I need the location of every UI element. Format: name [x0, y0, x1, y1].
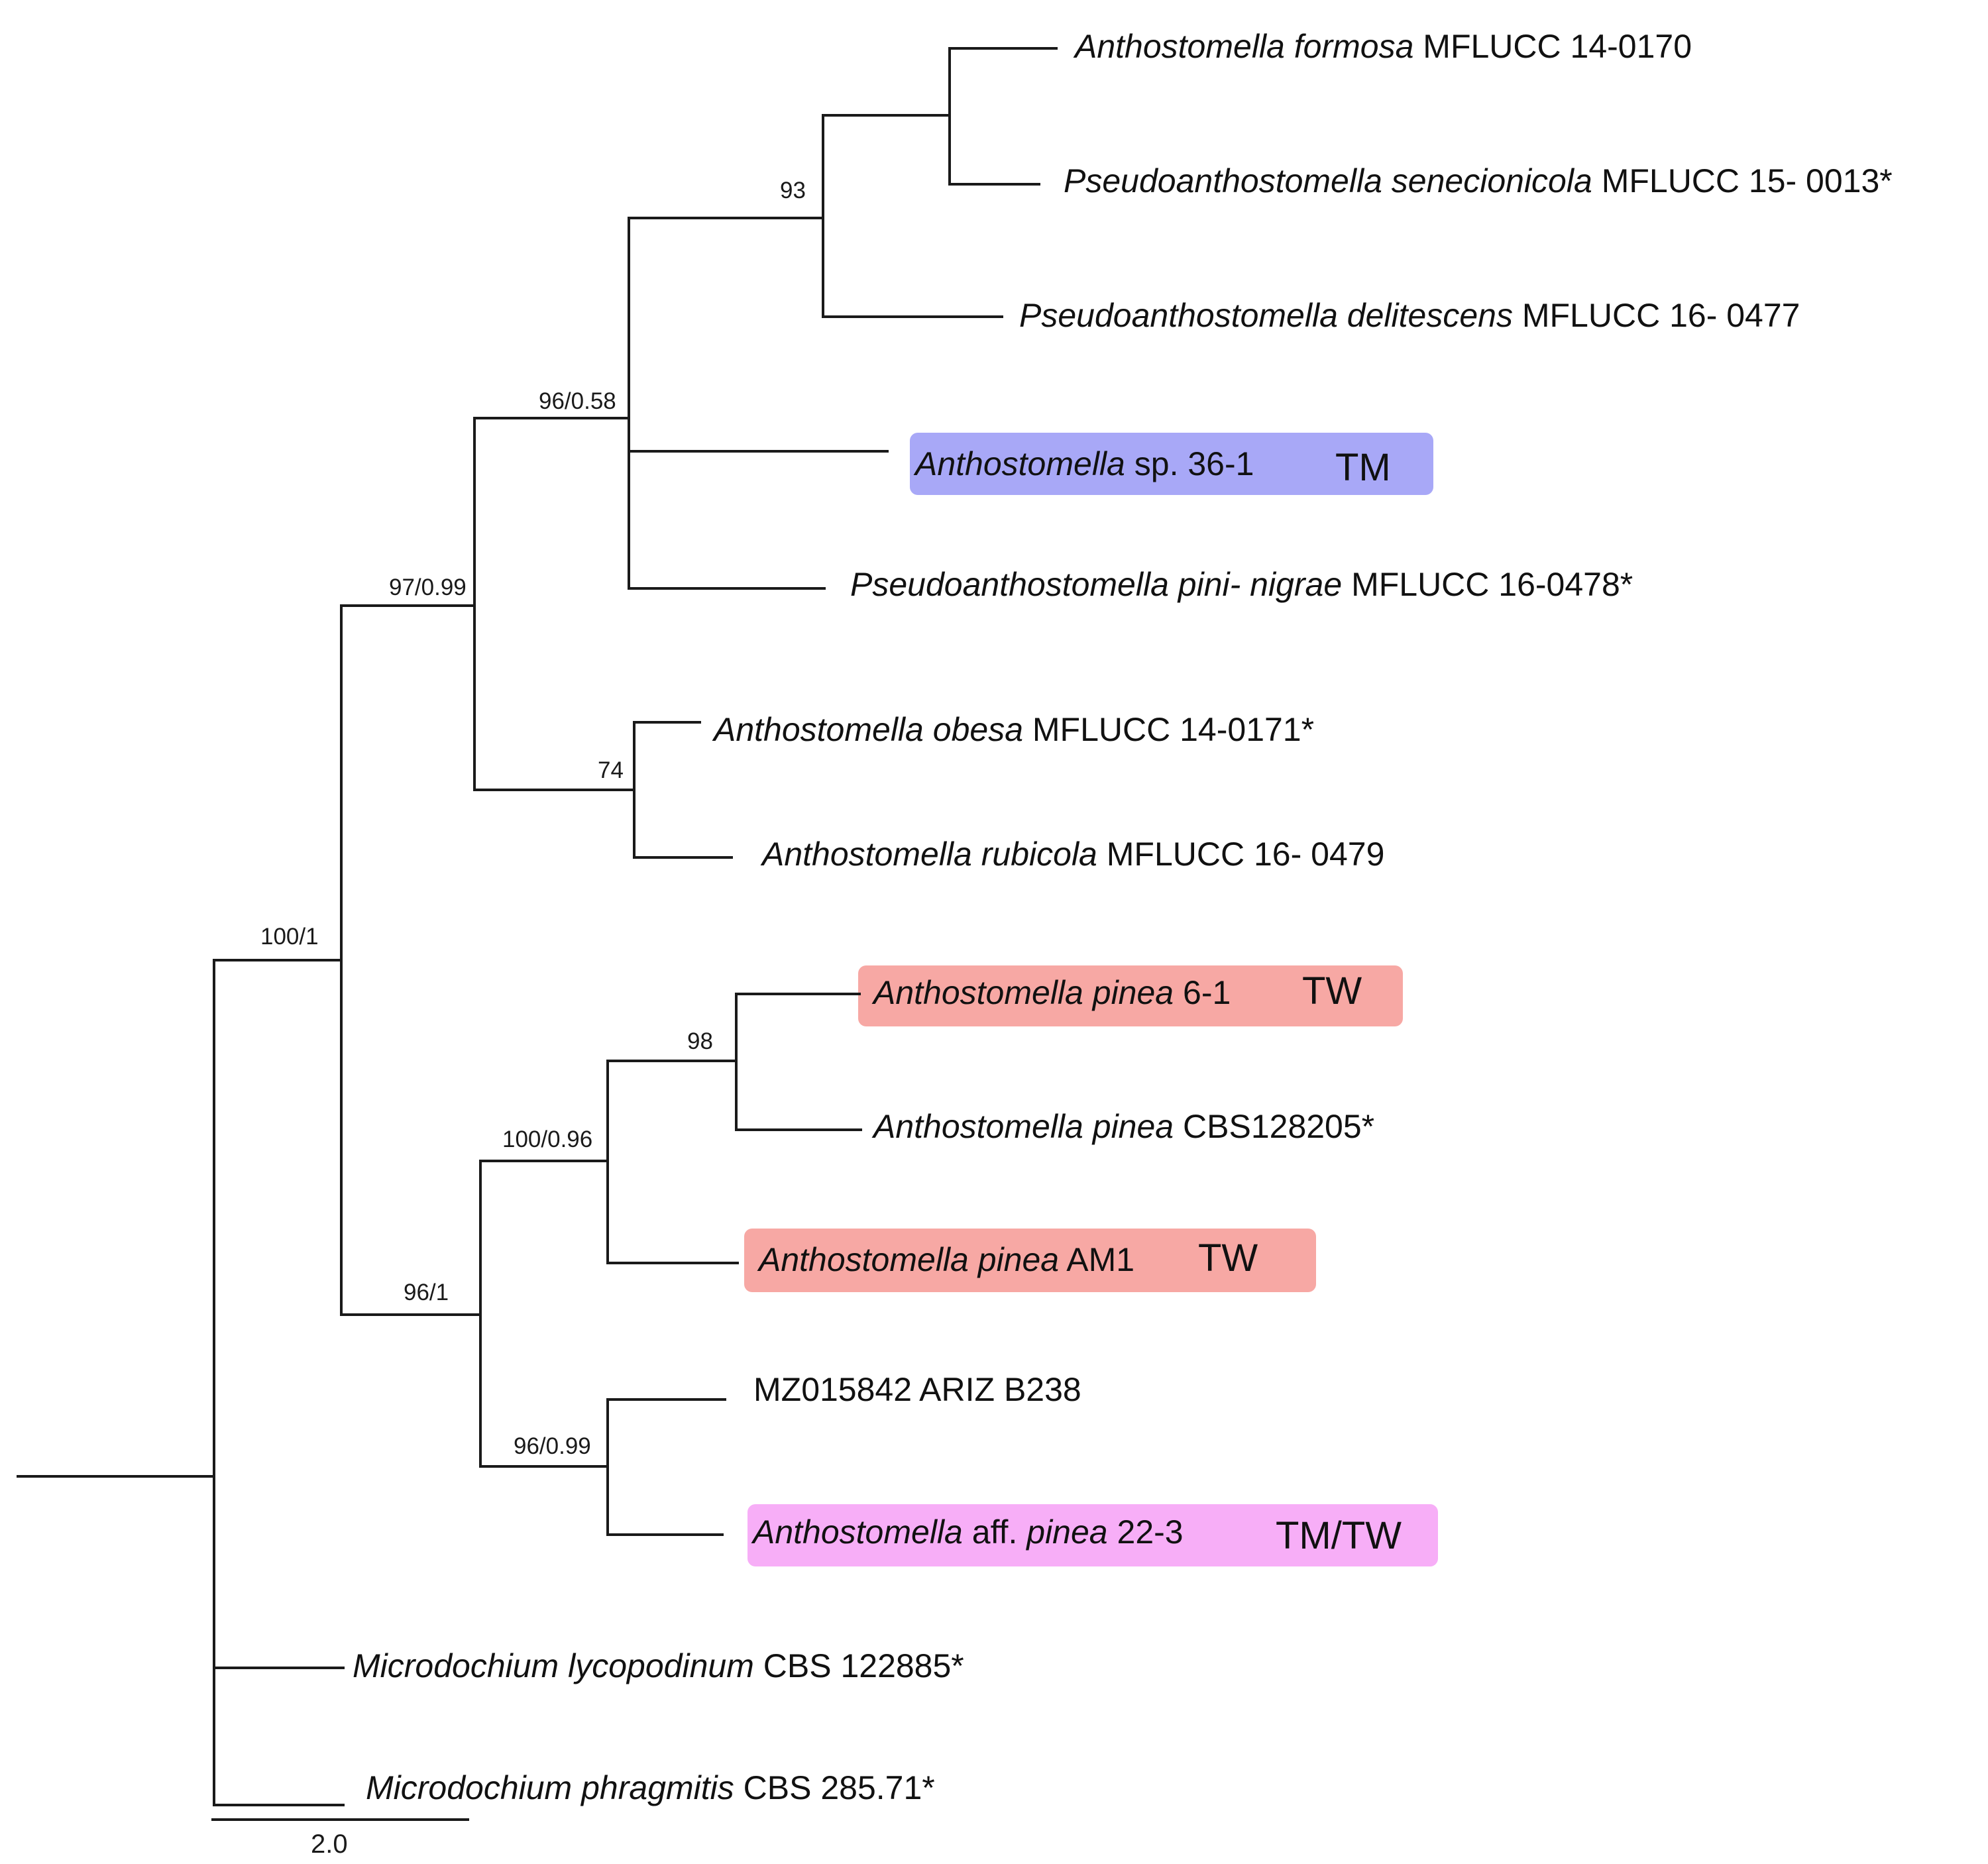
tag-tm: TM: [1335, 446, 1391, 489]
taxon-anthostomella-obesa: Anthostomella obesa MFLUCC 14-0171*: [712, 711, 1314, 748]
taxon-anthostomella-rubicola: Anthostomella rubicola MFLUCC 16- 0479: [760, 836, 1384, 873]
tag-tw-am1: TW: [1198, 1236, 1258, 1280]
taxon-microdochium-lycopodinum: Microdochium lycopodinum CBS 122885*: [353, 1647, 964, 1684]
taxon-pseudoanthostomella-senecionicola: Pseudoanthostomella senecionicola MFLUCC…: [1064, 162, 1893, 199]
tag-tw-6-1: TW: [1302, 969, 1362, 1013]
scale-bar-label: 2.0: [311, 1830, 348, 1859]
support-98: 98: [687, 1028, 713, 1054]
highlight-tm: [910, 433, 1433, 495]
highlight-tw-am1: [744, 1229, 1316, 1292]
taxon-pseudoanthostomella-pini-nigrae: Pseudoanthostomella pini- nigrae MFLUCC …: [850, 566, 1633, 603]
support-100-1: 100/1: [260, 924, 319, 950]
taxon-anthostomella-aff-pinea: Anthostomella aff. pinea 22-3: [751, 1513, 1184, 1551]
branches: [17, 47, 1058, 1806]
taxon-anthostomella-pinea-6-1: Anthostomella pinea 6-1: [871, 974, 1231, 1011]
taxon-anthostomella-sp-36-1: Anthostomella sp. 36-1: [913, 445, 1254, 482]
taxon-anthostomella-pinea-cbs128205: Anthostomella pinea CBS128205*: [871, 1108, 1374, 1145]
taxon-anthostomella-formosa: Anthostomella formosa MFLUCC 14-0170: [1073, 28, 1692, 65]
support-96-1: 96/1: [404, 1280, 449, 1305]
tag-tm-tw: TM/TW: [1276, 1514, 1402, 1557]
taxon-anthostomella-pinea-am1: Anthostomella pinea AM1: [757, 1241, 1134, 1278]
support-93: 93: [780, 178, 806, 203]
highlight-tm-tw: [747, 1504, 1438, 1566]
taxon-microdochium-phragmitis: Microdochium phragmitis CBS 285.71*: [366, 1769, 935, 1806]
support-96-0.58: 96/0.58: [539, 388, 616, 414]
taxon-labels: Anthostomella formosa MFLUCC 14-0170 Pse…: [353, 28, 1893, 1806]
highlight-tw-6-1: [858, 965, 1403, 1026]
support-97-0.99: 97/0.99: [389, 575, 467, 600]
taxon-pseudoanthostomella-delitescens: Pseudoanthostomella delitescens MFLUCC 1…: [1019, 297, 1800, 334]
support-96-0.99: 96/0.99: [514, 1433, 591, 1459]
taxon-mz015842: MZ015842 ARIZ B238: [753, 1371, 1081, 1408]
support-100-0.96: 100/0.96: [502, 1126, 592, 1152]
support-values: 93 96/0.58 97/0.99 74 100/1 98 100/0.96 …: [260, 178, 806, 1459]
scale-bar: 2.0: [211, 1818, 469, 1859]
support-74: 74: [598, 757, 624, 783]
